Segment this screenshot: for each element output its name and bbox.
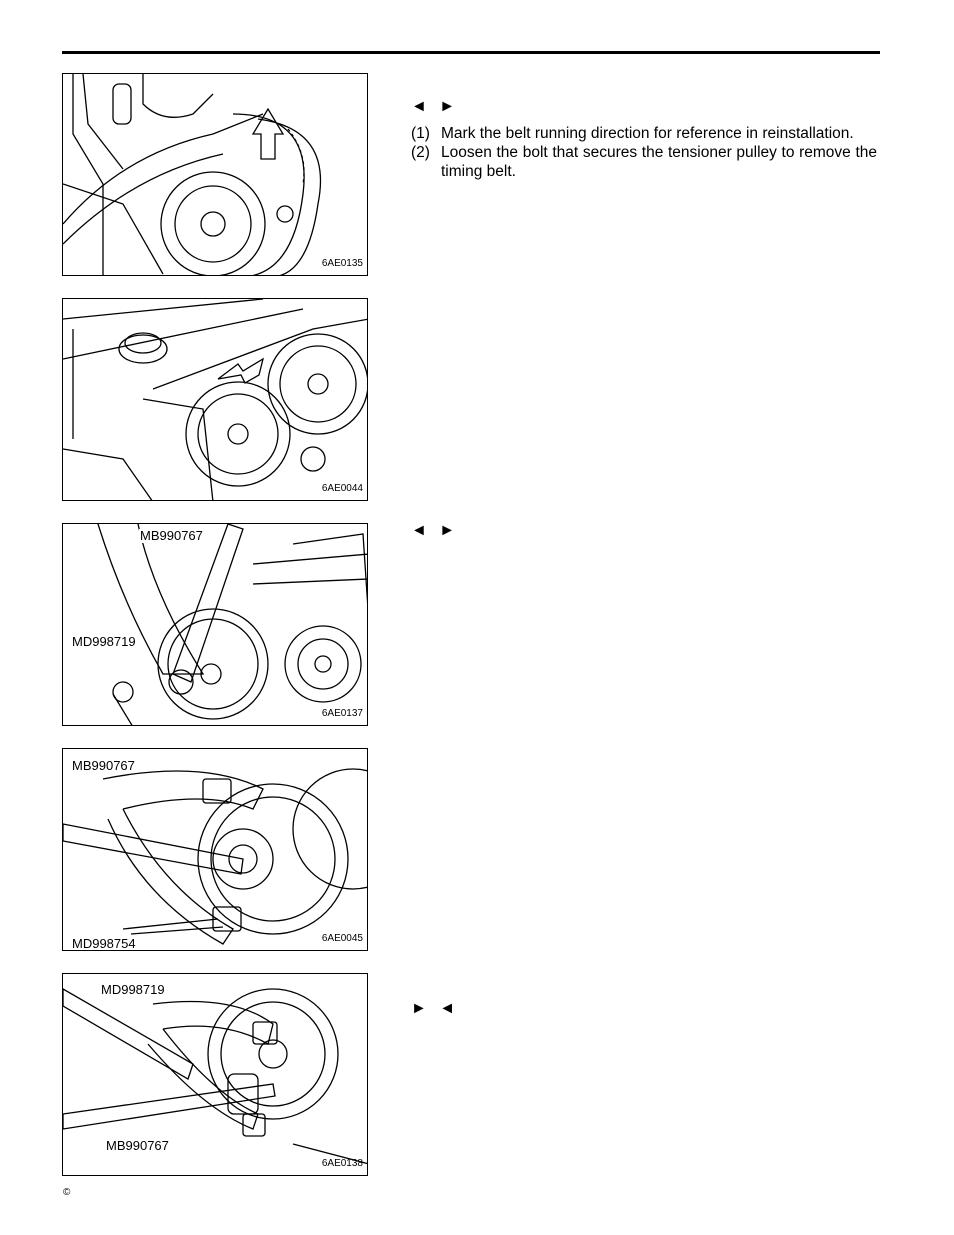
step-text: Loosen the bolt that secures the tension…	[441, 144, 877, 180]
tool-installation-illustration	[97, 524, 367, 725]
sprocket-bolt-illustration	[63, 988, 367, 1165]
figure-code: 6AE0137	[321, 708, 363, 719]
figure-code: 6AE0045	[321, 933, 363, 944]
figure-6ae0044: 6AE0044	[62, 298, 368, 501]
step-text: Mark the belt running direction for refe…	[441, 125, 854, 142]
figure-6ae0045: MB990767 MD998754 6AE0045	[62, 748, 368, 951]
figure-code: 6AE0135	[321, 258, 363, 269]
callout-label: MB990767	[105, 1138, 170, 1153]
camshaft-sprocket-illustration	[63, 299, 367, 500]
step-number: (1)	[411, 125, 430, 142]
callout-label: MD998754	[71, 936, 137, 951]
figure-6ae0138: MD998719 MB990767 6AE0138	[62, 973, 368, 1176]
step-item: (1) Mark the belt running direction for …	[411, 124, 877, 143]
sprocket-holder-illustration	[63, 768, 367, 945]
section-marker: ► ◄	[411, 1000, 460, 1017]
header-rule	[62, 51, 880, 54]
step-item: (2) Loosen the bolt that secures the ten…	[411, 143, 877, 181]
callout-label: MD998719	[100, 982, 166, 997]
callout-label: MB990767	[71, 758, 136, 773]
figure-6ae0137: MB990767 MD998719 6AE0137	[62, 523, 368, 726]
callout-label: MD998719	[71, 634, 137, 649]
callout-label: MB990767	[139, 528, 204, 543]
section-marker: ◄ ►	[411, 98, 460, 115]
figure-6ae0135: 6AE0135	[62, 73, 368, 276]
procedure-steps: (1) Mark the belt running direction for …	[411, 124, 877, 181]
copyright-mark: ©	[63, 1187, 71, 1198]
belt-direction-illustration	[63, 74, 322, 275]
figure-code: 6AE0138	[321, 1158, 363, 1169]
section-marker: ◄ ►	[411, 522, 460, 539]
step-number: (2)	[411, 144, 430, 161]
figure-code: 6AE0044	[321, 483, 363, 494]
